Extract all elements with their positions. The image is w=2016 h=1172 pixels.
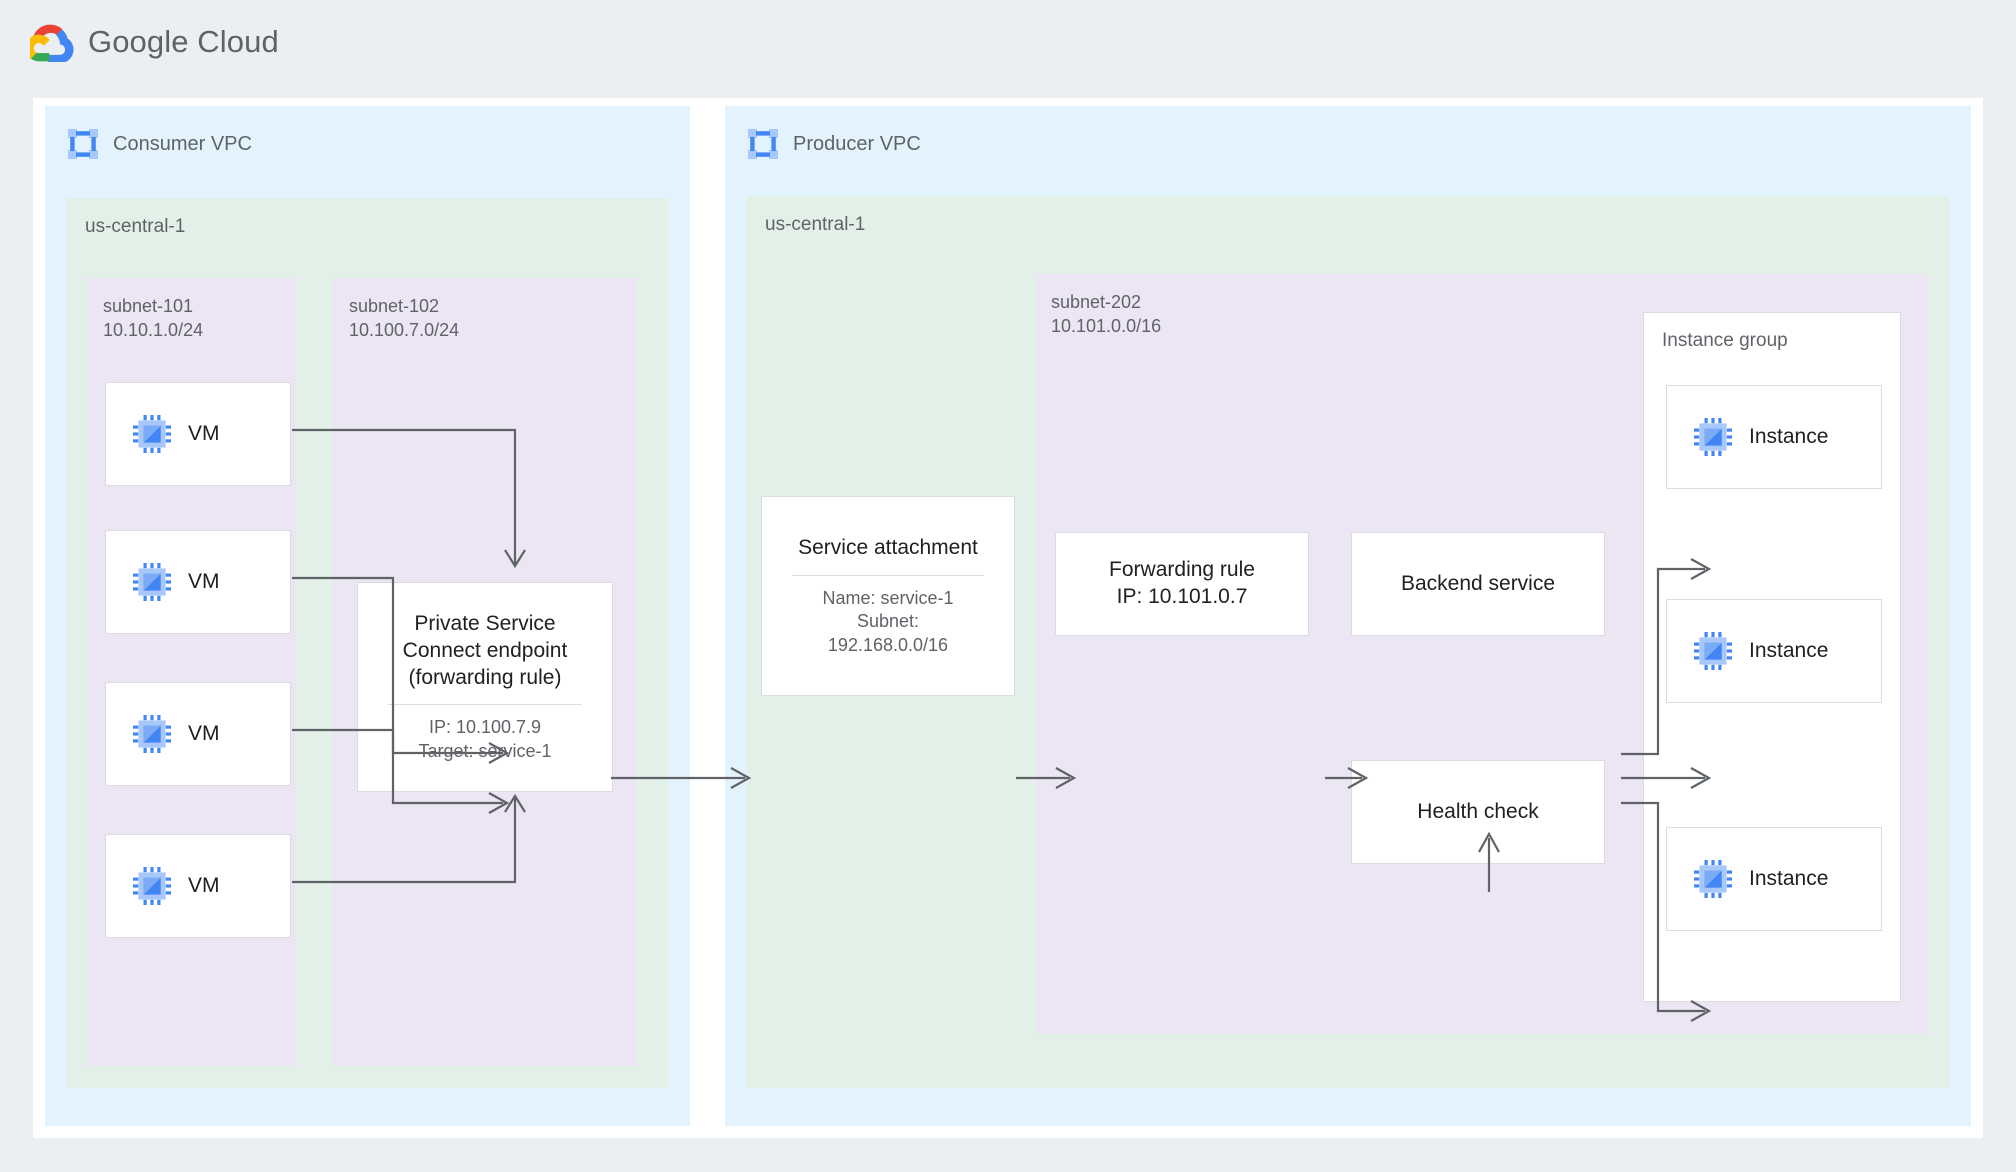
instance-group-container: Instance group Instance Instance Instanc… — [1643, 312, 1901, 1002]
subnet-202-cidr: 10.101.0.0/16 — [1051, 316, 1162, 337]
subnet-202-label: subnet-202 10.101.0.0/16 — [1051, 290, 1161, 339]
subnet-101-container: subnet-101 10.10.1.0/24 VM VM VM — [87, 278, 296, 1066]
brand-secondary: Cloud — [197, 24, 279, 59]
backend-service-title: Backend service — [1400, 571, 1556, 595]
psc-endpoint-title: Private Service Connect endpoint (forwar… — [402, 611, 568, 689]
psc-endpoint-node[interactable]: Private Service Connect endpoint (forwar… — [357, 582, 613, 792]
compute-instance-icon — [132, 714, 172, 754]
vm-2[interactable]: VM — [105, 530, 291, 634]
subnet-102-label: subnet-102 10.100.7.0/24 — [349, 294, 459, 343]
producer-vpc-header: Producer VPC — [747, 128, 921, 160]
health-check-title: Health check — [1417, 799, 1539, 823]
forwarding-rule-node[interactable]: Forwarding rule IP: 10.101.0.7 — [1055, 532, 1309, 636]
instance-1-label: Instance — [1749, 425, 1829, 448]
consumer-region-label: us-central-1 — [85, 216, 186, 237]
instance-3[interactable]: Instance — [1666, 827, 1882, 931]
subnet-101-name: subnet-101 — [103, 296, 194, 316]
service-attachment-node[interactable]: Service attachment Name: service-1 Subne… — [761, 496, 1015, 696]
service-attachment-divider — [792, 574, 984, 576]
consumer-vpc-label: Consumer VPC — [113, 132, 252, 155]
instance-group-label: Instance group — [1662, 330, 1788, 351]
vm-2-label: VM — [188, 570, 220, 593]
brand-title: Google Cloud — [88, 24, 279, 60]
compute-instance-icon — [1693, 417, 1733, 457]
subnet-102-name: subnet-102 — [349, 296, 440, 316]
vm-3[interactable]: VM — [105, 682, 291, 786]
subnet-102-cidr: 10.100.7.0/24 — [349, 320, 460, 341]
service-attachment-title: Service attachment — [798, 535, 978, 559]
subnet-202-name: subnet-202 — [1051, 292, 1142, 312]
producer-region-container: us-central-1 Service attachment Name: se… — [747, 196, 1949, 1088]
compute-instance-icon — [132, 562, 172, 602]
subnet-202-container: subnet-202 10.101.0.0/16 Forwarding rule … — [1035, 274, 1928, 1034]
vm-1[interactable]: VM — [105, 382, 291, 486]
vm-3-label: VM — [188, 722, 220, 745]
vm-4[interactable]: VM — [105, 834, 291, 938]
brand-primary: Google — [88, 24, 189, 59]
instance-3-label: Instance — [1749, 867, 1829, 890]
instance-2-label: Instance — [1749, 639, 1829, 662]
google-cloud-logo — [30, 24, 74, 62]
producer-region-label: us-central-1 — [765, 214, 866, 235]
producer-vpc-label: Producer VPC — [793, 132, 921, 155]
consumer-vpc-header: Consumer VPC — [67, 128, 252, 160]
consumer-vpc-container: Consumer VPC us-central-1 subnet-101 10.1… — [45, 106, 690, 1126]
subnet-101-cidr: 10.10.1.0/24 — [103, 320, 204, 341]
producer-vpc-container: Producer VPC us-central-1 Service attach… — [725, 106, 1971, 1126]
google-cloud-brand: Google Cloud — [30, 22, 279, 62]
compute-instance-icon — [132, 414, 172, 454]
subnet-101-label: subnet-101 10.10.1.0/24 — [103, 294, 203, 343]
psc-endpoint-divider — [388, 704, 582, 706]
diagram-canvas: Consumer VPC us-central-1 subnet-101 10.1… — [33, 98, 1983, 1138]
compute-instance-icon — [1693, 859, 1733, 899]
vm-1-label: VM — [188, 422, 220, 445]
psc-endpoint-details: IP: 10.100.7.9 Target: service-1 — [418, 717, 552, 761]
instance-2[interactable]: Instance — [1666, 599, 1882, 703]
forwarding-rule-title: Forwarding rule IP: 10.101.0.7 — [1109, 558, 1255, 608]
service-attachment-details: Name: service-1 Subnet: 192.168.0.0/16 — [822, 587, 954, 655]
instance-1[interactable]: Instance — [1666, 385, 1882, 489]
vm-4-label: VM — [188, 874, 220, 897]
subnet-102-container: subnet-102 10.100.7.0/24 Private Service … — [333, 278, 637, 1066]
vpc-network-icon — [747, 128, 779, 160]
compute-instance-icon — [132, 866, 172, 906]
backend-service-node[interactable]: Backend service — [1351, 532, 1605, 636]
consumer-region-container: us-central-1 subnet-101 10.10.1.0/24 VM V… — [67, 198, 668, 1088]
compute-instance-icon — [1693, 631, 1733, 671]
health-check-node[interactable]: Health check — [1351, 760, 1605, 864]
vpc-network-icon — [67, 128, 99, 160]
